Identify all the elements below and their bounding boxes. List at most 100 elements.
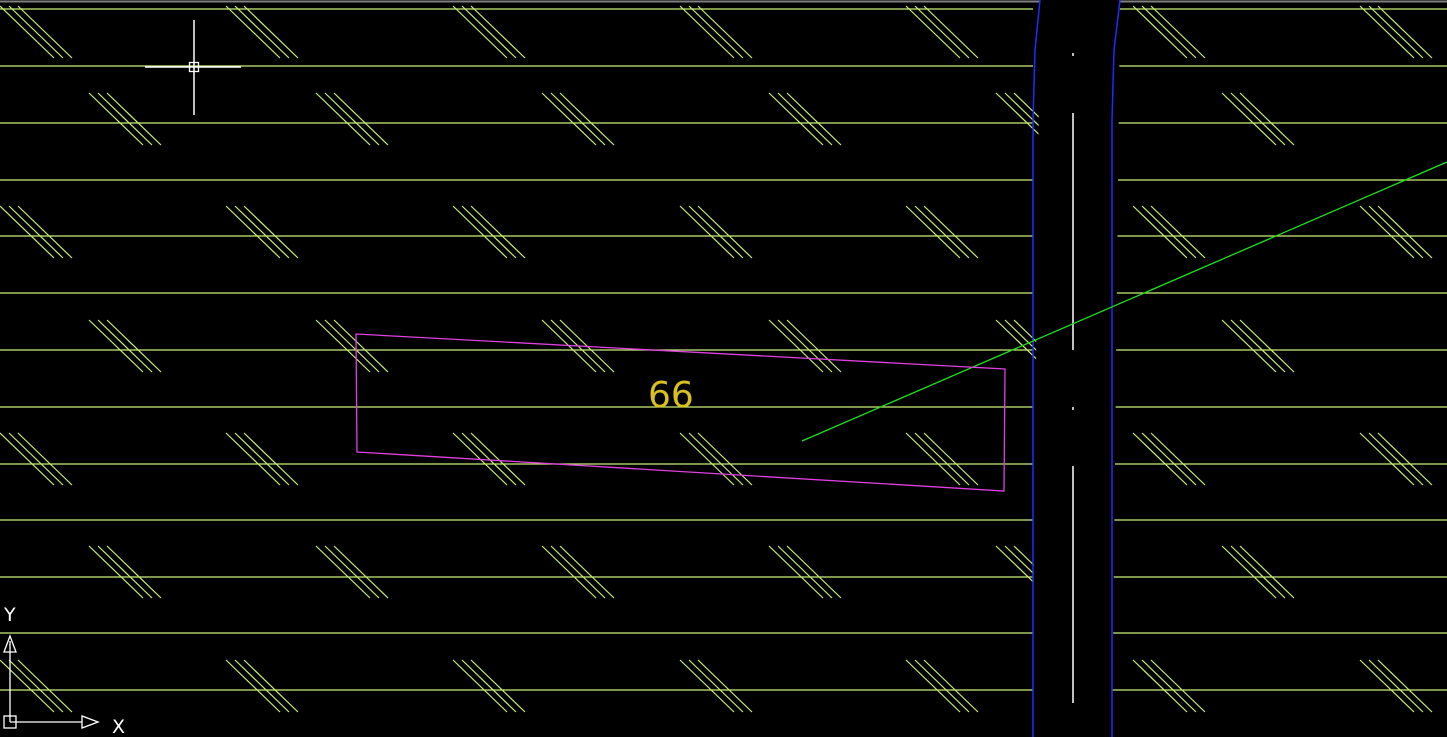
hatch-line: [905, 205, 961, 259]
lot-boundary-polygon[interactable]: [355, 333, 1006, 492]
hatch-line: [1132, 205, 1188, 259]
road-left-edge[interactable]: [1032, 0, 1041, 737]
hatch-line: [452, 5, 508, 59]
ucs-x-label: X: [112, 716, 125, 737]
hatch-line: [1359, 659, 1415, 713]
hatch-line: [106, 92, 162, 146]
hatch-line: [470, 659, 526, 713]
hatch-line: [324, 319, 380, 373]
hatch-line: [768, 545, 824, 599]
hatch-line: [461, 659, 517, 713]
hatch-line: [315, 319, 371, 373]
hatch-line: [106, 545, 162, 599]
hatch-line: [315, 92, 371, 146]
hatch-line: [470, 5, 526, 59]
hatch-line: [1230, 92, 1286, 146]
hatch-line: [559, 545, 615, 599]
hatch-line: [225, 432, 281, 486]
hatch-line: [697, 205, 753, 259]
hatch-line: [1150, 5, 1206, 59]
hatch-line: [324, 92, 380, 146]
hatch-line: [1359, 5, 1415, 59]
hatch-line: [688, 5, 744, 59]
hatch-line: [234, 5, 290, 59]
hatch-line: [333, 319, 389, 373]
hatch-line: [234, 659, 290, 713]
lot-label[interactable]: 66: [648, 375, 694, 416]
hatch-line: [541, 545, 597, 599]
hatch-line: [461, 432, 517, 486]
hatch-line: [88, 319, 144, 373]
hatch-line: [0, 205, 55, 259]
hatch-line: [225, 5, 281, 59]
hatch-line: [8, 659, 64, 713]
hatch-line: [905, 5, 961, 59]
hatch-line: [333, 545, 389, 599]
hatch-line: [88, 545, 144, 599]
hatch-line: [225, 205, 281, 259]
hatch-line: [1377, 5, 1433, 59]
hatch-line: [541, 92, 597, 146]
hatch-line: [1132, 5, 1188, 59]
hatch-line: [679, 5, 735, 59]
hatch-line: [914, 432, 970, 486]
hatch-line: [8, 432, 64, 486]
hatch-line: [786, 92, 842, 146]
road-surface: [1032, 0, 1120, 737]
hatch-line: [550, 92, 606, 146]
hatch-line: [17, 659, 73, 713]
hatch-line: [243, 432, 299, 486]
hatch-line: [17, 432, 73, 486]
hatch-line: [88, 92, 144, 146]
hatch-line: [559, 92, 615, 146]
hatch-line: [1359, 432, 1415, 486]
road[interactable]: [1032, 0, 1121, 737]
hatch-line: [1150, 659, 1206, 713]
hatch-line: [225, 659, 281, 713]
hatch-line: [1230, 319, 1286, 373]
hatch-line: [97, 319, 153, 373]
hatch-line: [679, 205, 735, 259]
hatch-line: [1221, 545, 1277, 599]
hatch-line: [697, 432, 753, 486]
hatch-line: [914, 205, 970, 259]
hatch-line: [8, 205, 64, 259]
hatch-line: [0, 659, 55, 713]
hatch-line: [470, 205, 526, 259]
ucs-y-label: Y: [3, 604, 16, 626]
hatch-line: [452, 659, 508, 713]
hatch-line: [470, 432, 526, 486]
hatch-line: [461, 205, 517, 259]
survey-line[interactable]: [801, 161, 1447, 442]
hatch-line: [243, 5, 299, 59]
hatch-line: [1377, 659, 1433, 713]
hatch-line: [1239, 92, 1295, 146]
hatch-line: [1368, 5, 1424, 59]
hatch-pattern: [0, 5, 1433, 713]
hatch-line: [1141, 432, 1197, 486]
hatch-line: [452, 205, 508, 259]
hatch-line: [786, 545, 842, 599]
hatch-line: [688, 659, 744, 713]
hatch-line: [0, 5, 55, 59]
hatch-line: [679, 659, 735, 713]
hatch-line: [923, 659, 979, 713]
hatch-line: [243, 659, 299, 713]
hatch-line: [923, 205, 979, 259]
hatch-line: [777, 545, 833, 599]
hatch-line: [97, 545, 153, 599]
horizontal-grid-lines: [0, 8, 1447, 691]
hatch-line: [1132, 659, 1188, 713]
hatch-line: [461, 5, 517, 59]
hatch-line: [106, 319, 162, 373]
hatch-line: [333, 92, 389, 146]
road-right-edge[interactable]: [1111, 0, 1121, 737]
hatch-line: [1239, 545, 1295, 599]
hatch-line: [1377, 432, 1433, 486]
hatch-line: [1230, 545, 1286, 599]
hatch-line: [324, 545, 380, 599]
hatch-line: [923, 5, 979, 59]
